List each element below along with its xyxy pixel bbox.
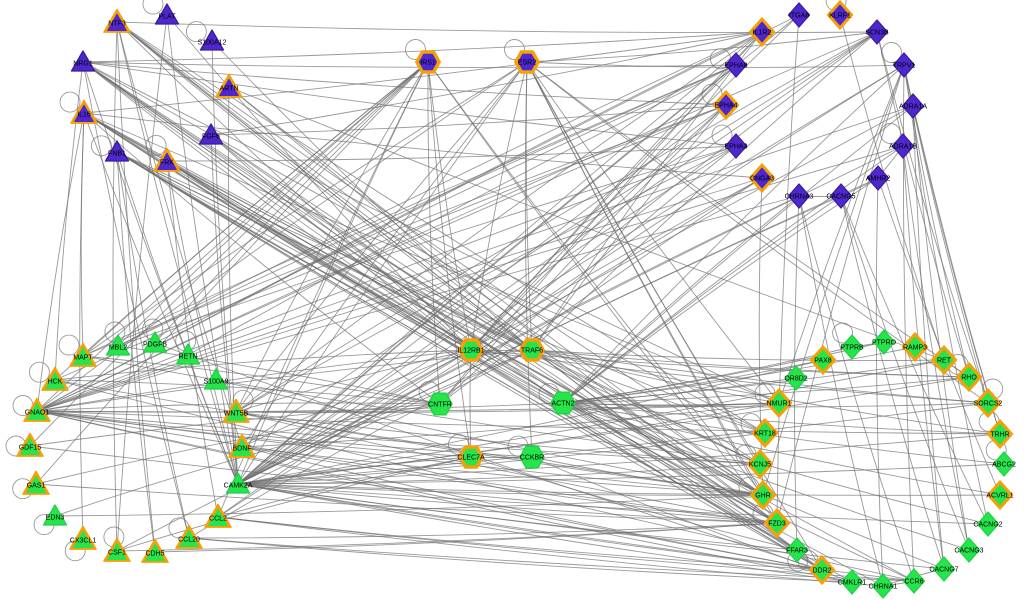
svg-text:TRAF6: TRAF6 bbox=[521, 348, 543, 355]
svg-text:CLEC7A: CLEC7A bbox=[457, 455, 485, 462]
svg-text:CACNG5: CACNG5 bbox=[826, 194, 855, 201]
svg-text:CDH5: CDH5 bbox=[145, 551, 164, 558]
svg-text:HCK: HCK bbox=[48, 379, 63, 386]
svg-text:ABCG2: ABCG2 bbox=[992, 462, 1016, 469]
svg-text:CHRNA3: CHRNA3 bbox=[785, 194, 814, 201]
svg-text:ADRA1B: ADRA1B bbox=[889, 144, 917, 151]
svg-text:IL1R2: IL1R2 bbox=[753, 30, 772, 37]
svg-text:NTF3: NTF3 bbox=[108, 21, 126, 28]
svg-text:WNT5B: WNT5B bbox=[224, 411, 249, 418]
svg-text:EPHA3: EPHA3 bbox=[725, 144, 748, 151]
svg-text:CACNG7: CACNG7 bbox=[929, 567, 958, 574]
svg-text:FZD3: FZD3 bbox=[768, 521, 786, 528]
svg-text:GAS1: GAS1 bbox=[27, 483, 46, 490]
svg-text:CNTFR: CNTFR bbox=[428, 402, 452, 409]
svg-text:SCN3B: SCN3B bbox=[865, 30, 889, 37]
svg-text:FGF6: FGF6 bbox=[202, 134, 220, 141]
svg-text:PLAT: PLAT bbox=[159, 14, 177, 21]
svg-text:CAMK2A: CAMK2A bbox=[224, 483, 253, 490]
svg-text:CMKLR1: CMKLR1 bbox=[838, 580, 867, 587]
svg-text:GNAO1: GNAO1 bbox=[25, 410, 50, 417]
svg-text:CCKBR: CCKBR bbox=[520, 455, 545, 462]
svg-text:PTPRO: PTPRO bbox=[872, 340, 897, 347]
svg-text:MBL2: MBL2 bbox=[109, 345, 127, 352]
svg-text:AMHR2: AMHR2 bbox=[866, 176, 891, 183]
svg-text:GDF15: GDF15 bbox=[19, 445, 42, 452]
svg-text:EPHA4: EPHA4 bbox=[715, 103, 738, 110]
svg-text:GHR: GHR bbox=[755, 493, 771, 500]
svg-text:IL16: IL16 bbox=[77, 112, 91, 119]
svg-text:RET: RET bbox=[937, 358, 952, 365]
svg-text:PTPRB: PTPRB bbox=[840, 345, 864, 352]
svg-text:ACVRL1: ACVRL1 bbox=[986, 493, 1013, 500]
svg-text:MAPT: MAPT bbox=[73, 355, 93, 362]
svg-text:S100A9: S100A9 bbox=[204, 379, 229, 386]
svg-text:ESR2: ESR2 bbox=[518, 60, 536, 67]
svg-text:BDNF: BDNF bbox=[232, 446, 251, 453]
svg-text:IRS1: IRS1 bbox=[420, 60, 436, 67]
svg-text:ACTN2: ACTN2 bbox=[552, 401, 575, 408]
svg-text:CCL20: CCL20 bbox=[178, 537, 200, 544]
svg-text:CX3CL1: CX3CL1 bbox=[70, 538, 97, 545]
svg-text:RHO: RHO bbox=[961, 375, 977, 382]
svg-text:FFAR3: FFAR3 bbox=[786, 548, 808, 555]
svg-text:PDGFB: PDGFB bbox=[143, 342, 167, 349]
svg-text:KRT18: KRT18 bbox=[754, 431, 776, 438]
svg-text:EPHA8: EPHA8 bbox=[725, 63, 748, 70]
svg-text:RAMP3: RAMP3 bbox=[903, 345, 927, 352]
svg-text:CACNG3: CACNG3 bbox=[954, 548, 983, 555]
svg-text:PAX8: PAX8 bbox=[814, 358, 831, 365]
svg-text:IL12RB1: IL12RB1 bbox=[457, 348, 484, 355]
svg-text:ARTN: ARTN bbox=[220, 86, 239, 93]
svg-text:FRK: FRK bbox=[160, 160, 174, 167]
svg-text:KCNJ5: KCNJ5 bbox=[749, 462, 771, 469]
svg-text:ITGA8: ITGA8 bbox=[789, 13, 809, 20]
svg-text:CCR6: CCR6 bbox=[904, 579, 923, 586]
svg-text:CNGA3: CNGA3 bbox=[750, 176, 774, 183]
svg-text:RETN: RETN bbox=[178, 354, 197, 361]
svg-text:EDN3: EDN3 bbox=[46, 515, 65, 522]
svg-text:CSF1: CSF1 bbox=[108, 550, 126, 557]
svg-text:CCL2: CCL2 bbox=[209, 516, 227, 523]
svg-text:KLRF1: KLRF1 bbox=[829, 13, 851, 20]
svg-text:NMUR1: NMUR1 bbox=[767, 401, 792, 408]
svg-text:S100A12: S100A12 bbox=[198, 40, 227, 47]
svg-text:SORCS2: SORCS2 bbox=[974, 401, 1003, 408]
svg-text:DDR2: DDR2 bbox=[812, 568, 831, 575]
svg-text:CHRNA1: CHRNA1 bbox=[869, 584, 898, 591]
svg-text:CACNG2: CACNG2 bbox=[973, 522, 1002, 529]
svg-text:TRPV1: TRPV1 bbox=[893, 63, 916, 70]
svg-text:FNB1: FNB1 bbox=[108, 151, 126, 158]
svg-text:ADRA1A: ADRA1A bbox=[899, 104, 927, 111]
svg-text:OR8D2: OR8D2 bbox=[784, 376, 807, 383]
svg-text:TRHR: TRHR bbox=[990, 432, 1009, 439]
svg-text:NRG1: NRG1 bbox=[73, 61, 93, 68]
